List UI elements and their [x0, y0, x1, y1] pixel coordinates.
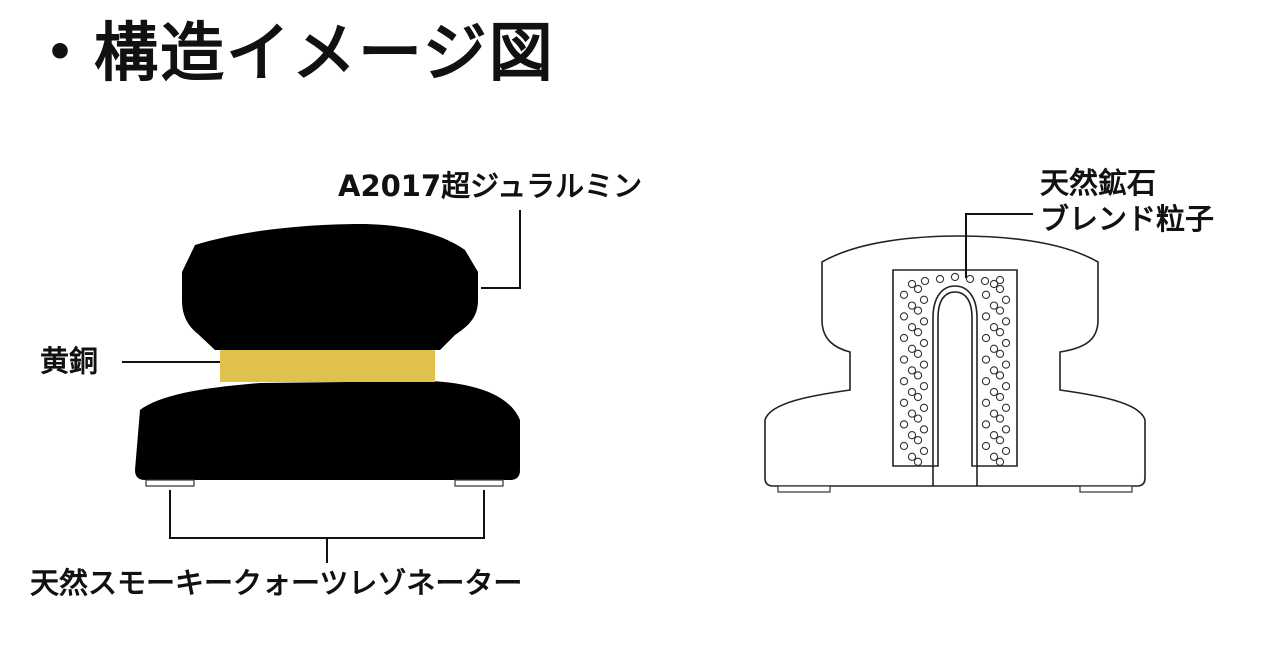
ore-particle	[995, 371, 1005, 380]
right-foot	[454, 479, 504, 487]
ore-particle	[899, 420, 909, 429]
lower-body	[135, 381, 520, 480]
ore-particle	[899, 398, 909, 407]
label-resonator: 天然スモーキークォーツレゾネーター	[30, 566, 523, 600]
ore-particle	[981, 312, 991, 321]
label-duralumin: A2017超ジュラルミン	[338, 169, 643, 203]
cross-section-view	[764, 213, 1146, 493]
section-right-foot	[1079, 485, 1133, 493]
ore-particle	[995, 306, 1005, 315]
ore-particle	[919, 360, 929, 369]
ore-particle	[965, 274, 975, 284]
ore-particle	[1001, 446, 1011, 456]
left-foot	[145, 479, 195, 487]
ore-particle	[981, 377, 991, 386]
ore-particle	[1001, 338, 1011, 348]
ore-particle	[913, 414, 923, 423]
ore-particles	[899, 272, 1011, 466]
ore-particle	[913, 371, 923, 380]
label-ore-line1: 天然鉱石	[1040, 166, 1157, 200]
upper-cap	[182, 224, 478, 350]
inner-tube	[932, 285, 978, 486]
ore-particle	[1001, 360, 1011, 369]
ore-particle	[989, 344, 999, 353]
ore-particle	[981, 333, 991, 343]
ore-particle	[907, 344, 917, 353]
label-brass: 黄銅	[40, 344, 99, 378]
ore-particle	[919, 446, 929, 456]
page-title: ・構造イメージ図	[28, 17, 555, 91]
ore-particle	[980, 276, 990, 286]
ore-particle	[913, 328, 923, 337]
section-outline	[764, 235, 1146, 487]
ore-particle	[919, 338, 929, 348]
ore-particle	[913, 349, 923, 358]
ore-particle	[919, 317, 929, 326]
ore-particle	[907, 279, 917, 289]
ore-particle	[981, 355, 991, 364]
exterior-view	[122, 210, 521, 563]
ore-particle	[935, 274, 945, 284]
ore-particle	[907, 387, 917, 397]
ore-particle	[913, 306, 923, 315]
ore-particle	[1001, 317, 1011, 326]
section-left-foot	[777, 485, 831, 493]
ore-particle	[981, 398, 991, 407]
label-ore-particles: 天然鉱石 ブレンド粒子	[1040, 165, 1214, 238]
ore-particle	[1001, 382, 1011, 391]
ore-particle	[913, 284, 923, 294]
ore-particle	[899, 377, 909, 386]
ore-particle	[1001, 403, 1011, 412]
ore-particle	[989, 409, 999, 418]
ore-particle	[995, 349, 1005, 358]
ore-particle	[907, 409, 917, 418]
ore-particle	[981, 441, 991, 451]
ore-particle	[989, 452, 999, 461]
ore-particle	[907, 452, 917, 461]
ore-particle	[919, 425, 929, 434]
label-ore-line2: ブレンド粒子	[1040, 202, 1215, 237]
ore-particle	[995, 328, 1005, 337]
ore-particle	[899, 312, 909, 321]
ore-particle	[995, 414, 1005, 423]
ore-particle	[989, 323, 999, 332]
ore-particle	[913, 392, 923, 402]
ore-particle	[919, 382, 929, 391]
ore-particle	[995, 457, 1005, 466]
ore-particle	[907, 366, 917, 375]
leader-ore	[965, 213, 1033, 278]
ore-particle	[989, 279, 999, 289]
ore-particle	[1001, 295, 1011, 304]
ore-particle	[919, 295, 929, 304]
ore-particle	[995, 436, 1005, 445]
ore-particle	[950, 272, 960, 282]
ore-particle	[907, 301, 917, 310]
ore-particle	[899, 290, 909, 299]
ore-particle	[995, 392, 1005, 402]
ore-particle	[989, 387, 999, 397]
ore-particle	[1001, 425, 1011, 434]
ore-particle	[920, 276, 930, 286]
leader-resonator	[169, 490, 485, 539]
ore-particle	[995, 275, 1005, 285]
ore-particle	[913, 436, 923, 445]
ore-particle	[907, 431, 917, 440]
ore-particle	[981, 290, 991, 299]
ore-particle	[913, 457, 923, 466]
ore-particle	[899, 355, 909, 364]
ore-particle	[899, 441, 909, 451]
ore-particle	[989, 431, 999, 440]
ore-particle	[907, 323, 917, 332]
leader-duralumin	[481, 210, 521, 289]
ore-particle	[989, 301, 999, 310]
ore-particle	[989, 366, 999, 375]
ore-particle	[995, 284, 1005, 294]
ore-particle	[919, 403, 929, 412]
ore-particle	[981, 420, 991, 429]
ore-particle	[899, 333, 909, 343]
